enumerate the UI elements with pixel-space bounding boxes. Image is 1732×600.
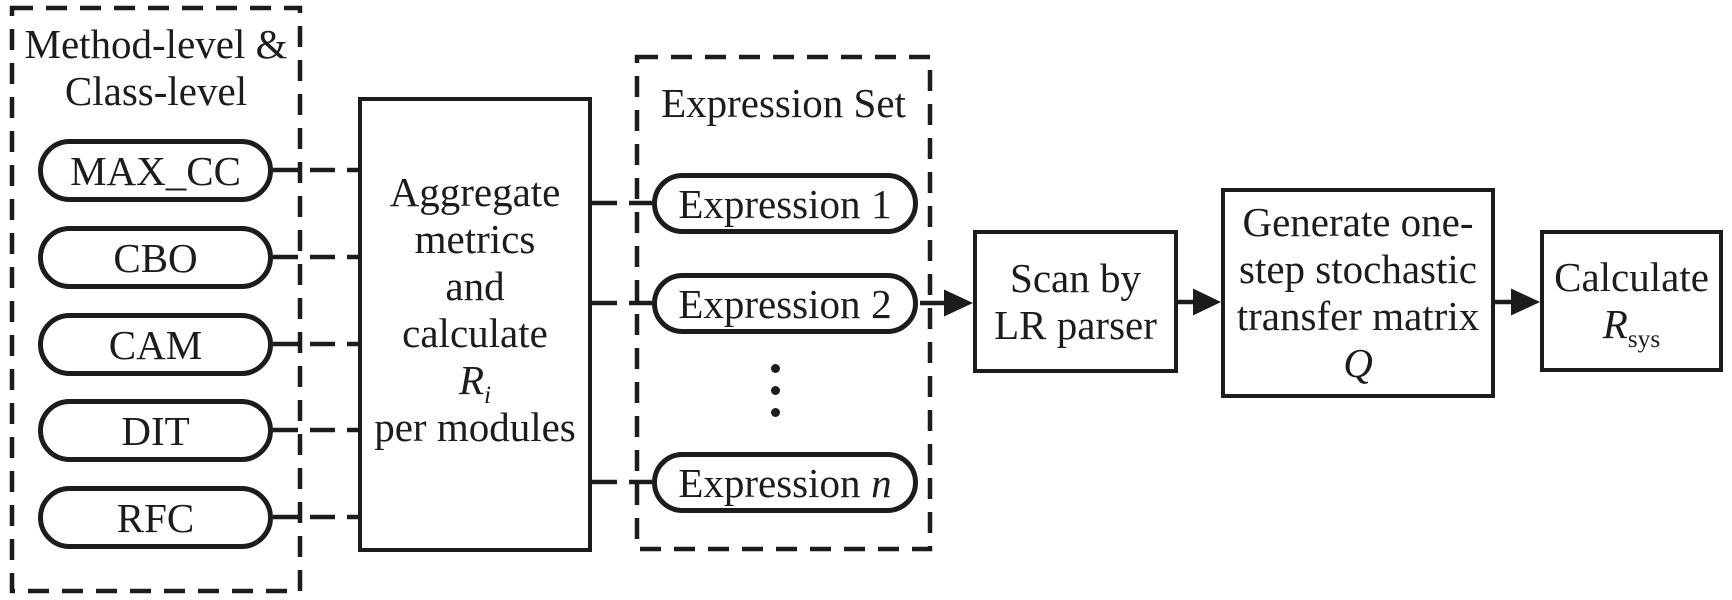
scan-line: Scan by — [1010, 254, 1141, 301]
calculate-symbol-subscript: sys — [1627, 325, 1661, 354]
metrics-group-title-line2: Class-level — [64, 68, 248, 114]
arrowhead-icon — [1511, 288, 1540, 316]
aggregate-line: and — [445, 263, 505, 309]
expression-pill-number: 1 — [871, 180, 892, 227]
ellipsis-dot — [771, 364, 780, 373]
calculate-line: Calculate — [1554, 254, 1709, 300]
metric-pill-label: DIT — [121, 407, 190, 454]
metric-pill-dit: DIT — [38, 399, 273, 462]
scan-box: Scan by LR parser — [973, 230, 1178, 373]
generate-symbol: Q — [1343, 340, 1373, 386]
metric-pill-cbo: CBO — [38, 226, 273, 289]
generate-box: Generate one- step stochastic transfer m… — [1221, 188, 1495, 398]
aggregate-symbol-subscript: i — [483, 381, 492, 410]
metrics-group-outline — [9, 5, 303, 594]
metric-pill-label: CBO — [113, 234, 198, 281]
arrowhead-icon — [1193, 288, 1221, 316]
expression-pill-n: Expression n — [652, 452, 918, 513]
arrow-to-calculate — [1495, 288, 1540, 316]
ellipsis-dot — [771, 408, 780, 417]
arrow-to-generate — [1178, 288, 1221, 316]
expression-pill-2: Expression 2 — [652, 273, 918, 334]
expression-pill-number: n — [871, 459, 892, 506]
generate-line: Generate one- — [1242, 199, 1474, 245]
aggregate-symbol: Ri — [458, 357, 492, 410]
expression-group-outline — [634, 54, 933, 552]
aggregate-line: per modules — [374, 404, 576, 450]
ellipsis-dot — [771, 386, 780, 395]
metrics-group-title: Method-level & Class-level — [12, 21, 300, 115]
metric-pill-rfc: RFC — [38, 486, 273, 549]
aggregate-box: Aggregate metrics and calculate Ri per m… — [358, 97, 592, 552]
expression-pill-1: Expression 1 — [652, 173, 918, 234]
generate-line: transfer matrix — [1236, 293, 1480, 339]
calculate-symbol: Rsys — [1602, 301, 1661, 354]
expression-pill-label: Expression — [678, 280, 861, 327]
generate-line: step stochastic — [1239, 246, 1477, 292]
expression-pill-label: Expression — [678, 459, 861, 506]
expression-pill-label: Expression — [678, 180, 861, 227]
aggregate-line: Aggregate — [389, 169, 561, 215]
scan-line: LR parser — [994, 301, 1157, 348]
calculate-box: Calculate Rsys — [1540, 230, 1723, 372]
metric-pill-label: MAX_CC — [70, 147, 241, 194]
metric-pill-label: RFC — [116, 494, 195, 541]
aggregate-line: calculate — [402, 310, 548, 356]
arrowhead-icon — [944, 289, 973, 317]
arrow-to-scan — [920, 289, 973, 317]
metric-pill-max-cc: MAX_CC — [38, 139, 273, 202]
expression-group-title: Expression Set — [661, 80, 906, 126]
metric-pill-cam: CAM — [38, 313, 273, 376]
metrics-group-title-line1: Method-level & — [24, 21, 288, 67]
expression-pill-number: 2 — [871, 280, 892, 327]
aggregate-line: metrics — [414, 216, 536, 262]
metric-pill-label: CAM — [108, 321, 203, 368]
